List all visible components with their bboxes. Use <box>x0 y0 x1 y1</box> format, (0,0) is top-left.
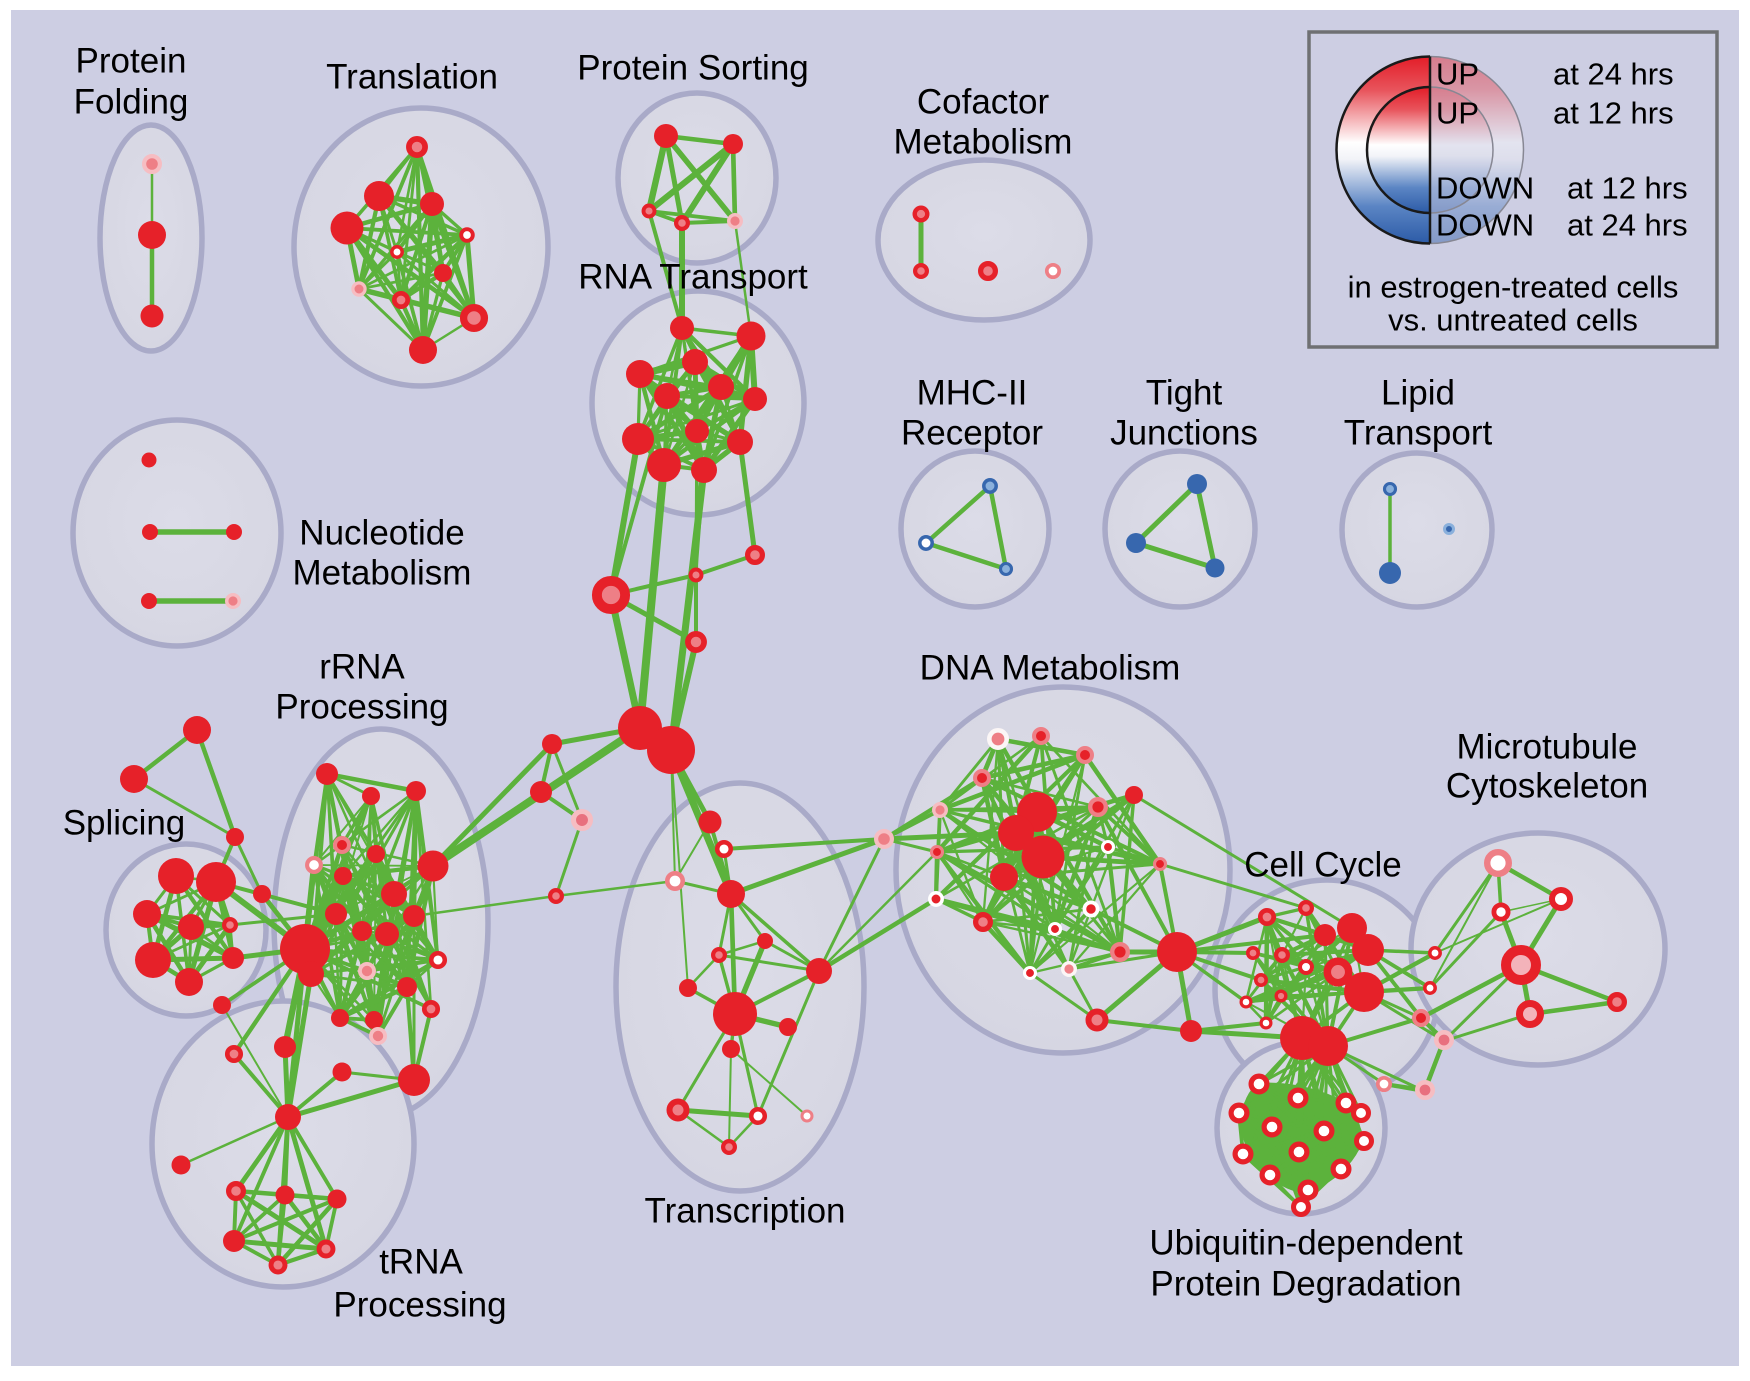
svg-text:rRNA: rRNA <box>319 648 405 687</box>
svg-text:Cytoskeleton: Cytoskeleton <box>1446 767 1648 806</box>
svg-text:Lipid: Lipid <box>1381 374 1455 413</box>
svg-text:Splicing: Splicing <box>63 804 186 843</box>
svg-text:Tight: Tight <box>1146 374 1223 413</box>
svg-text:at 12 hrs: at 12 hrs <box>1553 96 1674 131</box>
svg-text:Protein: Protein <box>76 42 187 81</box>
svg-text:DOWN: DOWN <box>1436 171 1534 206</box>
svg-text:Receptor: Receptor <box>901 414 1043 453</box>
svg-text:DNA Metabolism: DNA Metabolism <box>920 649 1181 688</box>
svg-text:Junctions: Junctions <box>1110 414 1258 453</box>
svg-text:Protein Degradation: Protein Degradation <box>1150 1265 1461 1304</box>
svg-text:Cell Cycle: Cell Cycle <box>1244 846 1402 885</box>
svg-text:at 24 hrs: at 24 hrs <box>1553 57 1674 92</box>
svg-text:Cofactor: Cofactor <box>917 83 1050 122</box>
svg-text:Nucleotide: Nucleotide <box>299 514 464 553</box>
svg-text:DOWN: DOWN <box>1436 208 1534 243</box>
svg-text:Microtubule: Microtubule <box>1457 728 1638 767</box>
svg-text:Metabolism: Metabolism <box>293 554 472 593</box>
svg-text:Transport: Transport <box>1344 414 1493 453</box>
svg-text:Processing: Processing <box>275 688 448 727</box>
svg-text:tRNA: tRNA <box>379 1243 463 1282</box>
svg-text:Ubiquitin-dependent: Ubiquitin-dependent <box>1149 1224 1463 1263</box>
svg-text:Translation: Translation <box>326 58 498 97</box>
svg-text:Protein Sorting: Protein Sorting <box>577 49 809 88</box>
svg-text:in estrogen-treated cells: in estrogen-treated cells <box>1348 270 1679 305</box>
svg-text:Folding: Folding <box>74 83 189 122</box>
svg-text:MHC-II: MHC-II <box>917 374 1028 413</box>
svg-text:Processing: Processing <box>333 1286 506 1325</box>
svg-text:at 12 hrs: at 12 hrs <box>1567 171 1688 206</box>
svg-text:UP: UP <box>1436 57 1479 92</box>
svg-text:at 24 hrs: at 24 hrs <box>1567 208 1688 243</box>
svg-text:Transcription: Transcription <box>645 1192 846 1231</box>
svg-text:Metabolism: Metabolism <box>894 123 1073 162</box>
svg-text:RNA Transport: RNA Transport <box>578 258 808 297</box>
svg-text:UP: UP <box>1436 96 1479 131</box>
svg-text:vs. untreated cells: vs. untreated cells <box>1388 303 1638 338</box>
